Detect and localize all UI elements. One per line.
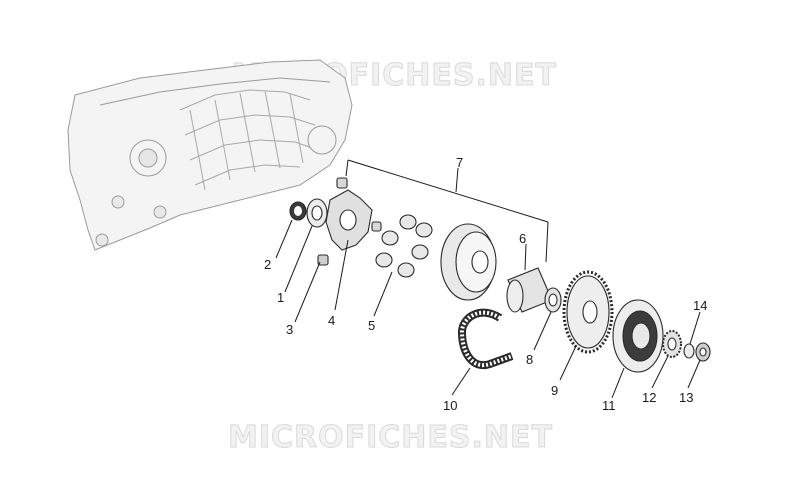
part-11-clutch-bell: [612, 299, 664, 373]
callout-10: 10: [443, 398, 457, 413]
callout-labels: 2 1 3 4 5 6 7 8 9 10 11 12 13 14: [264, 155, 707, 413]
callout-13: 13: [679, 390, 693, 405]
part-1-washer: [306, 198, 328, 228]
part-8-washer: [544, 287, 562, 313]
callout-6: 6: [519, 231, 526, 246]
part-2-nut: [289, 201, 307, 221]
part-9-driving-pulley: [562, 270, 614, 354]
callout-9: 9: [551, 383, 558, 398]
crankcase-housing-illustration: [67, 59, 353, 251]
callout-7-bracket: [345, 159, 549, 263]
callout-5: 5: [368, 318, 375, 333]
part-14-washer: [683, 343, 695, 359]
variator-pulley: [440, 223, 497, 301]
callout-11: 11: [602, 398, 616, 413]
part-4-ramp-plate: [317, 177, 382, 266]
callout-1: 1: [277, 290, 284, 305]
part-12-gear: [662, 330, 682, 358]
callout-4: 4: [328, 313, 335, 328]
callout-3: 3: [286, 322, 293, 337]
callout-7: 7: [456, 155, 463, 170]
callout-14: 14: [693, 298, 707, 313]
callout-8: 8: [526, 352, 533, 367]
part-10-drive-belt: [457, 308, 514, 370]
part-6-sleeve: [506, 267, 553, 313]
part-13-nut: [695, 342, 711, 362]
part-5-rollers: [375, 214, 433, 278]
callout-2: 2: [264, 257, 271, 272]
callout-12: 12: [642, 390, 656, 405]
watermark-bottom: MICROFICHES.NET: [228, 420, 553, 455]
leader-lines: [275, 219, 701, 399]
